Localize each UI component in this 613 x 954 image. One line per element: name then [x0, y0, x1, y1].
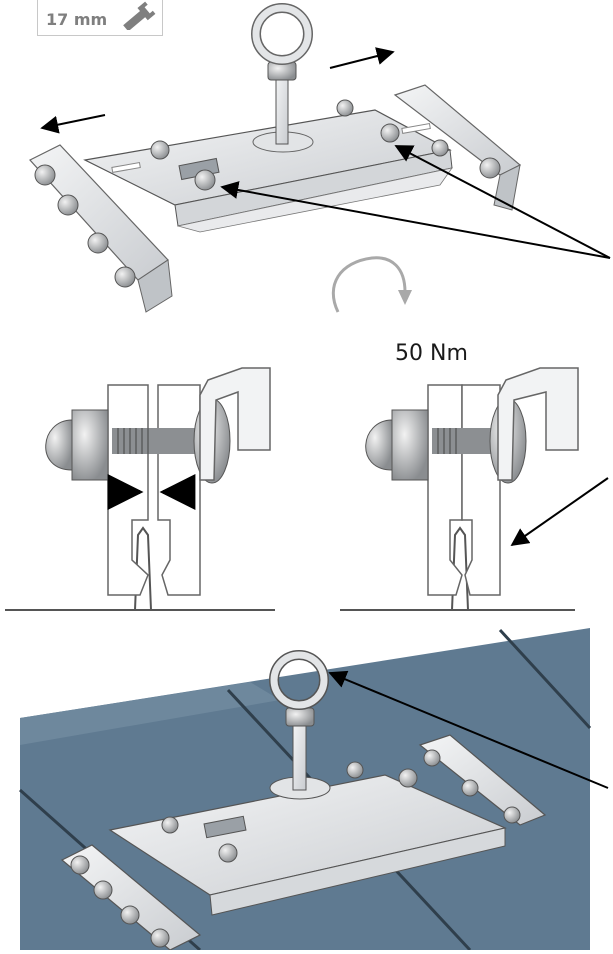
torque-arrow-icon — [331, 256, 412, 313]
wrench-icon — [123, 1, 156, 30]
slide-left-arrow — [40, 114, 106, 134]
installed-roof-view — [19, 628, 592, 952]
top-plate-assembly — [29, 3, 522, 313]
section-before-tightening — [5, 367, 275, 611]
pointer-nut-2 — [394, 145, 611, 259]
pointer-nut-1 — [220, 181, 611, 259]
pointer-clamp — [510, 477, 609, 547]
wrench-size-tag: 17 mm — [37, 0, 163, 36]
section-after-tightening — [340, 367, 579, 611]
slide-right-arrow — [329, 47, 395, 69]
torque-value-label: 50 Nm — [395, 341, 468, 366]
pointer-eyebolt — [328, 670, 609, 789]
wrench-size-label: 17 mm — [46, 10, 108, 29]
